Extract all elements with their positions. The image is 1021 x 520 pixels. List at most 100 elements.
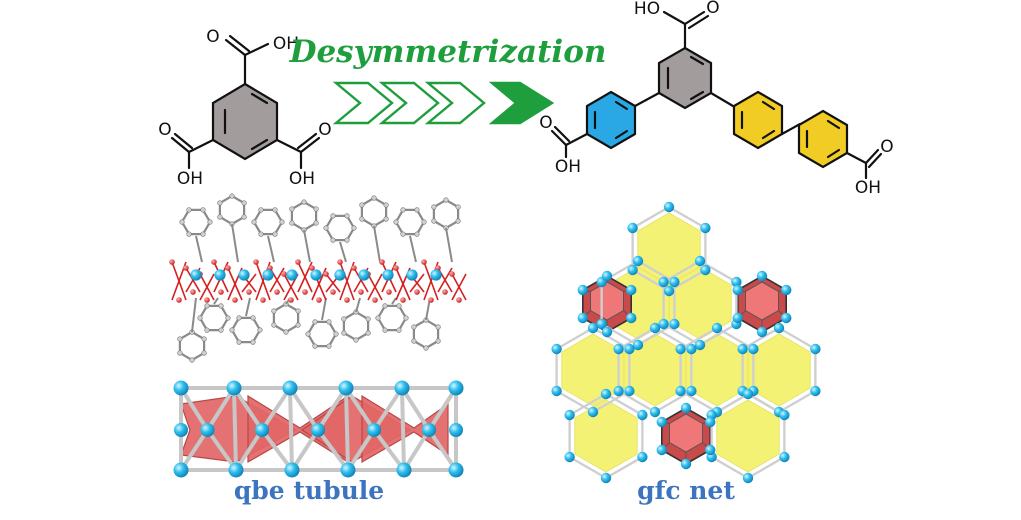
gfc-net bbox=[551, 201, 821, 484]
crystal-phenyl-ring bbox=[252, 208, 284, 236]
crystal-carbon-atom bbox=[201, 350, 207, 356]
gfc-node bbox=[669, 276, 680, 288]
gfc-node bbox=[632, 339, 644, 351]
crystal-carbon-atom bbox=[258, 207, 264, 213]
crystal-oxygen-atom bbox=[379, 259, 385, 265]
crystal-carbon-atom bbox=[179, 219, 185, 225]
crystal-oxygen-atom bbox=[456, 297, 462, 303]
gfc-yellow-hexagon bbox=[716, 399, 780, 473]
gfc-node bbox=[656, 444, 667, 456]
tubule-edge bbox=[400, 387, 406, 471]
tubule-edge bbox=[344, 386, 376, 432]
crystal-carbon-atom bbox=[383, 202, 389, 208]
crystal-carbon-atom bbox=[200, 207, 206, 213]
crystal-carbon-atom bbox=[289, 206, 295, 212]
crystal-carbon-atom bbox=[241, 214, 247, 220]
crystal-carbon-atom bbox=[411, 324, 417, 330]
tubule-edge bbox=[427, 428, 458, 472]
gfc-node bbox=[732, 312, 743, 324]
gfc-yellow-hexagon bbox=[747, 333, 811, 407]
gfc-edge bbox=[742, 326, 780, 351]
crystal-oxygen-atom bbox=[281, 271, 287, 277]
crystal-carbon-atom bbox=[271, 308, 277, 314]
gfc-node bbox=[637, 451, 648, 463]
gfc-node bbox=[694, 339, 706, 351]
crystal-oxygen-atom bbox=[260, 297, 266, 303]
atom-label-o: O bbox=[206, 27, 219, 47]
gfc-edge bbox=[618, 389, 656, 414]
gfc-node bbox=[600, 388, 612, 400]
crystal-metal-atom bbox=[382, 269, 394, 281]
crystal-phenyl-ring bbox=[394, 208, 426, 236]
gfc-node bbox=[742, 472, 754, 484]
gfc-node bbox=[627, 264, 638, 276]
crystal-phenyl-ring bbox=[290, 200, 318, 232]
crystal-oxygen-atom bbox=[435, 265, 441, 271]
trimesic-acid-molecule bbox=[170, 34, 321, 170]
crystal-oxygen-atom bbox=[344, 297, 350, 303]
crystal-oxygen-atom bbox=[253, 259, 259, 265]
crystal-oxygen-atom bbox=[274, 289, 280, 295]
gfc-node bbox=[686, 343, 697, 355]
crystal-carbon-atom bbox=[400, 231, 406, 237]
gfc-edge bbox=[632, 205, 670, 230]
crystal-oxygen-atom bbox=[309, 265, 315, 271]
tubule-edge bbox=[427, 386, 458, 432]
tubule-node bbox=[255, 423, 269, 437]
gfc-net-edges bbox=[555, 205, 817, 480]
crystal-o-bond bbox=[451, 273, 467, 301]
crystal-phenyl-ring bbox=[272, 302, 300, 334]
crystal-carbon-atom bbox=[365, 316, 371, 322]
crystal-carbon-atom bbox=[186, 207, 192, 213]
crystal-carbon-atom bbox=[295, 308, 301, 314]
crystal-carbon-atom bbox=[423, 345, 429, 351]
crystal-oxygen-atom bbox=[232, 297, 238, 303]
tubule-edge bbox=[260, 428, 294, 472]
crystal-carbon-atom bbox=[313, 206, 319, 212]
crystal-carbon-atom bbox=[201, 336, 207, 342]
crystal-oxygen-atom bbox=[337, 259, 343, 265]
crystal-carbon-atom bbox=[330, 213, 336, 219]
arrow-chevron-outline bbox=[332, 81, 394, 125]
crystal-phenyl-ring bbox=[360, 196, 388, 228]
crystal-carbon-atom bbox=[295, 322, 301, 328]
crystal-oxygen-atom bbox=[442, 289, 448, 295]
tubule-edge bbox=[288, 386, 320, 432]
crystal-carbon-atom bbox=[229, 193, 235, 199]
tubule-edge bbox=[205, 386, 236, 432]
gfc-edge bbox=[569, 455, 607, 480]
crystal-oxygen-atom bbox=[323, 271, 329, 277]
crystal-oxygen-atom bbox=[190, 289, 196, 295]
crystal-carbon-atom bbox=[229, 327, 235, 333]
gfc-node bbox=[781, 312, 792, 324]
crystal-bond bbox=[355, 297, 361, 313]
crystal-bond bbox=[391, 297, 397, 305]
gfc-node bbox=[810, 385, 821, 397]
crystal-carbon-atom bbox=[177, 336, 183, 342]
crystal-phenyl-ring bbox=[412, 318, 440, 350]
crystal-carbon-atom bbox=[218, 303, 224, 309]
crystal-carbon-atom bbox=[312, 319, 318, 325]
gfc-node bbox=[587, 322, 599, 334]
crystal-bond bbox=[409, 235, 417, 263]
crystal-oxygen-atom bbox=[428, 297, 434, 303]
tubule-edge bbox=[372, 428, 406, 472]
tubule-node bbox=[338, 380, 354, 396]
crystal-metal-atom bbox=[262, 269, 274, 281]
gfc-node bbox=[700, 264, 711, 276]
crystal-carbon-atom bbox=[189, 357, 195, 363]
gfc-edge bbox=[637, 259, 675, 284]
crystal-oxygen-atom bbox=[414, 289, 420, 295]
tubule-edge bbox=[288, 387, 294, 471]
gfc-node bbox=[663, 285, 675, 297]
crystal-bond bbox=[213, 297, 219, 305]
tubule-edge bbox=[346, 428, 376, 472]
crystal-carbon-atom bbox=[396, 327, 402, 333]
desymmetrized-linker-molecule bbox=[550, 10, 883, 180]
crystal-metal-atom bbox=[238, 269, 250, 281]
tubule-edge bbox=[179, 428, 210, 472]
gfc-node bbox=[551, 343, 562, 355]
tubule-node bbox=[448, 380, 464, 396]
gfc-edge bbox=[618, 326, 656, 351]
